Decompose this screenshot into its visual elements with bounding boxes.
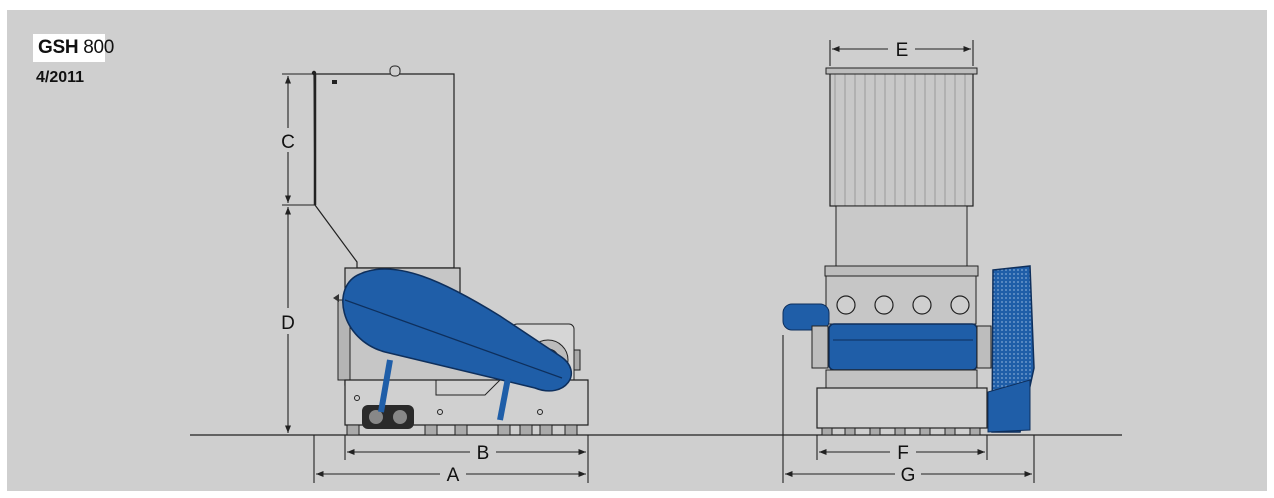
- dim-label-c: C: [281, 132, 295, 153]
- dimension-lines: [282, 40, 1035, 483]
- model-name: GSH 800: [38, 37, 114, 59]
- model-number: 800: [83, 37, 115, 58]
- model-date: 4/2011: [36, 69, 85, 86]
- front-base: [816, 387, 988, 429]
- dim-label-d: D: [281, 313, 295, 334]
- front-screen-housing: [828, 323, 978, 371]
- front-left-pipe: [782, 303, 830, 331]
- side-view: [311, 65, 589, 436]
- model-title-box: [33, 34, 105, 62]
- dim-label-a: A: [447, 465, 460, 486]
- model-prefix: GSH: [38, 37, 79, 58]
- dim-label-e: E: [896, 40, 909, 61]
- dim-label-g: G: [901, 465, 916, 486]
- front-hopper: [829, 69, 974, 207]
- drawing-sheet: [7, 10, 1267, 491]
- dim-label-b: B: [477, 443, 490, 464]
- front-view: [782, 67, 1035, 436]
- dim-label-f: F: [897, 443, 909, 464]
- side-hopper: [313, 73, 455, 269]
